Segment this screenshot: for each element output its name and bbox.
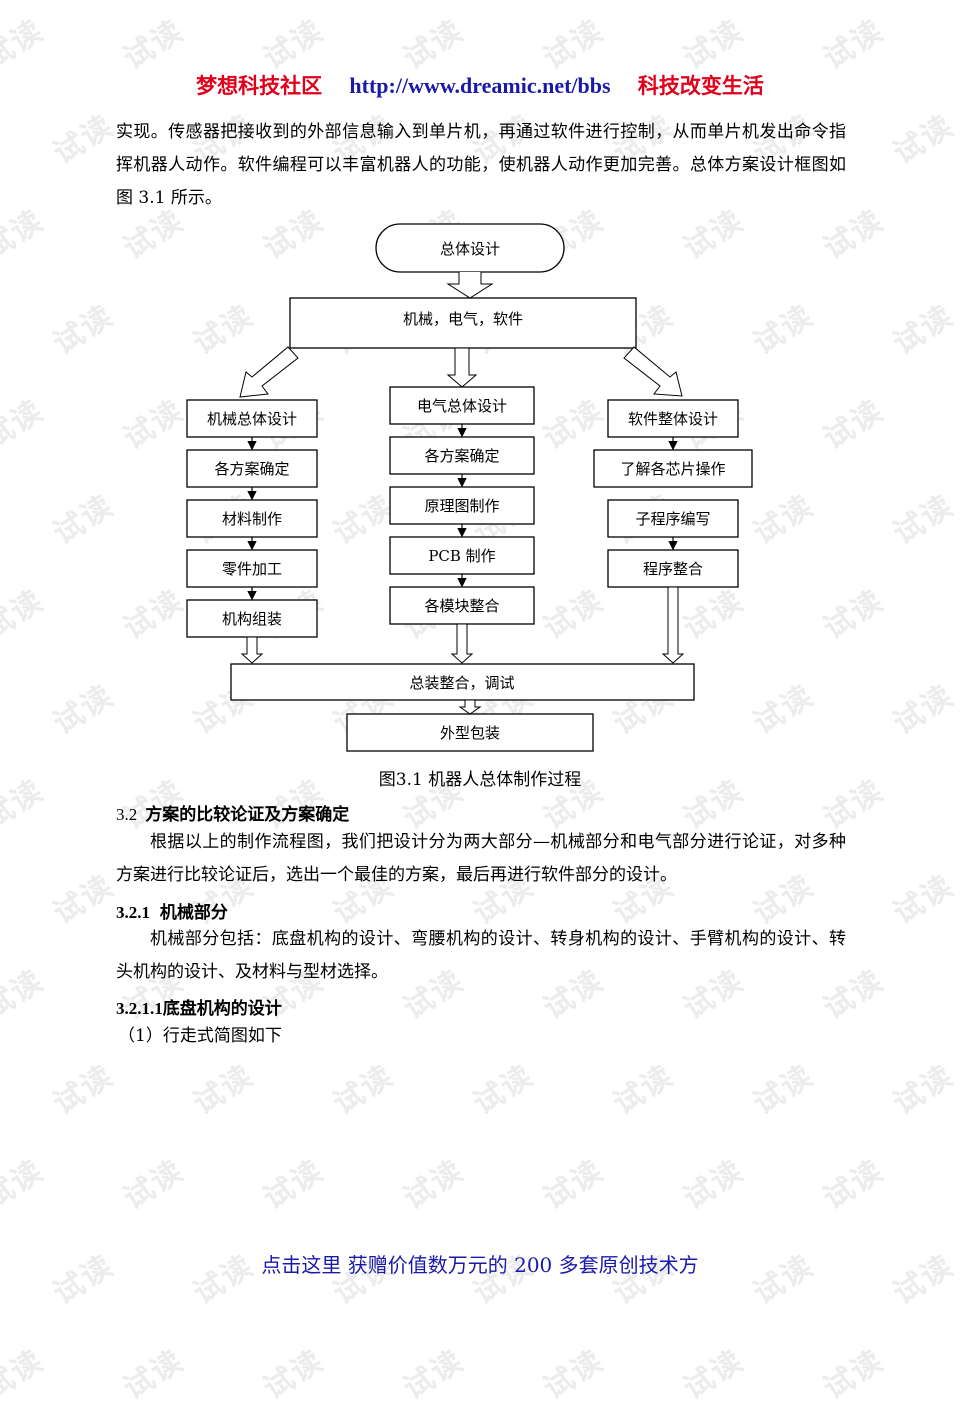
page-header: 梦想科技社区 http://www.dreamic.net/bbs 科技改变生活 [0, 70, 960, 100]
soft-label-3: 子程序编写 [635, 510, 710, 528]
assembly-label: 总装整合，调试 [409, 674, 514, 692]
section-3-2-1-paragraph: 机械部分包括：底盘机构的设计、弯腰机构的设计、转身机构的设计、手臂机构的设计、转… [116, 929, 846, 982]
arrow-to-electrical [446, 347, 478, 388]
site-url-link[interactable]: http://www.dreamic.net/bbs [349, 73, 611, 98]
section-3-2-title: 方案的比较论证及方案确定 [145, 805, 350, 825]
arrow-mech-to-assembly [240, 636, 264, 664]
second-node-label: 机械，电气，软件 [403, 310, 523, 328]
second-node-box [289, 297, 637, 349]
soft-label-4: 程序整合 [643, 560, 703, 578]
section-3-2-1-1-heading: 3.2.1.1底盘机构的设计 [116, 994, 282, 1019]
elec-box-1 [389, 386, 535, 425]
soft-label-1: 软件整体设计 [628, 410, 718, 428]
mech-label-5: 机构组装 [222, 610, 282, 628]
site-name: 梦想科技社区 [196, 73, 323, 98]
mech-label-4: 零件加工 [222, 560, 282, 578]
soft-label-2: 了解各芯片操作 [620, 460, 725, 478]
section-3-2-paragraph: 根据以上的制作流程图，我们把设计分为两大部分—机械部分和电气部分进行论证，对多种… [116, 832, 846, 885]
section-3-2-1-1-number: 3.2.1.1 [116, 999, 163, 1018]
mech-box-4 [186, 549, 318, 588]
footer-promo-link[interactable]: 点击这里 获赠价值数万元的 200 多套原创技术方 [261, 1253, 699, 1277]
elec-box-4 [389, 536, 535, 575]
elec-box-3 [389, 486, 535, 525]
assembly-box [230, 663, 695, 701]
arrow-assembly-to-packaging [458, 699, 482, 715]
elec-label-5: 各模块整合 [424, 597, 499, 615]
top-node-label: 总体设计 [440, 240, 500, 258]
soft-box-3 [607, 499, 739, 538]
mech-label-1: 机械总体设计 [207, 410, 297, 428]
list-item-1: （1）行走式简图如下 [118, 1026, 282, 1046]
elec-box-2 [389, 436, 535, 475]
arrow-to-mechanical [239, 346, 299, 398]
elec-label-4: PCB 制作 [428, 547, 495, 565]
site-slogan: 科技改变生活 [637, 73, 764, 98]
section-3-2-number: 3.2 [116, 805, 138, 824]
section-3-2-1-heading: 3.2.1 机械部分 [116, 898, 228, 923]
packaging-label: 外型包装 [440, 724, 500, 742]
mech-box-2 [186, 449, 318, 488]
section-3-2-1-number: 3.2.1 [116, 903, 150, 922]
mech-label-3: 材料制作 [222, 510, 282, 528]
packaging-box [346, 713, 594, 752]
elec-label-1: 电气总体设计 [417, 397, 507, 415]
figure-caption: 图3.1 机器人总体制作过程 [378, 770, 582, 790]
mech-box-1 [186, 399, 318, 438]
section-3-2-1-1-title: 底盘机构的设计 [162, 999, 282, 1019]
elec-label-3: 原理图制作 [424, 497, 499, 515]
section-3-2-1-title: 机械部分 [159, 903, 228, 923]
soft-box-2 [593, 449, 753, 488]
arrow-elec-to-assembly [450, 623, 474, 664]
mech-label-2: 各方案确定 [214, 460, 289, 478]
flowchart: 总体设计 机械，电气，软件 机械总体设计 各方案确定 材料制作 零件加工 机构组… [186, 223, 753, 752]
section-3-2-heading: 3.2 方案的比较论证及方案确定 [116, 800, 349, 825]
elec-label-2: 各方案确定 [424, 447, 499, 465]
intro-paragraph: 实现。传感器把接收到的外部信息输入到单片机，再通过软件进行控制，从而单片机发出命… [116, 122, 846, 208]
arrow-top-to-second [446, 272, 494, 299]
arrow-to-software [623, 346, 683, 397]
mech-box-3 [186, 499, 318, 538]
arrow-soft-to-assembly [661, 586, 685, 664]
